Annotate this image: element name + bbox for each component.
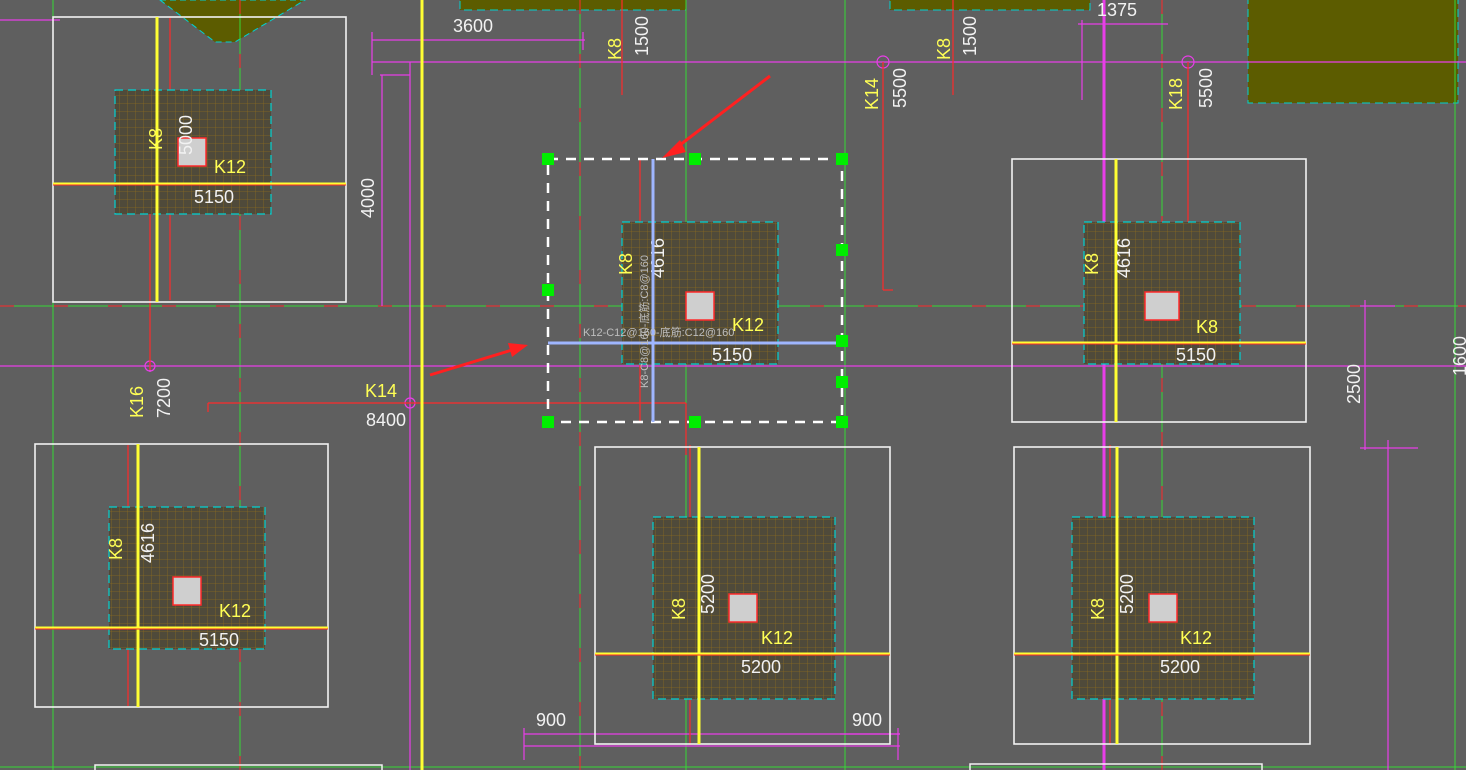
k14-vertical-label: K14 [862,78,882,110]
selection-grips[interactable] [542,153,848,428]
footing-k-horizontal: K12 [214,157,246,177]
footing-dim-horizontal: 5200 [1160,657,1200,677]
olive-blocks [159,0,1459,104]
partial-footings [94,763,1263,770]
k14-vertical-dim: 5500 [890,68,910,108]
footing-k-vertical: K8 [669,598,689,620]
footing-k-vertical: K8 [1088,598,1108,620]
footing-k-horizontal: K12 [761,628,793,648]
column [728,593,758,623]
footing-dim-vertical: 5000 [176,115,196,155]
annotation-arrows [429,74,771,377]
footing-dim-horizontal: 5150 [199,630,239,650]
k18-vertical-label: K18 [1166,78,1186,110]
footing-k-horizontal: K12 [1180,628,1212,648]
dim-1375: 1375 [1097,0,1137,20]
top1-dim-label: 1500 [632,16,652,56]
footing-dim-vertical: 4616 [138,523,158,563]
column [1148,593,1178,623]
footing-k-vertical: K8 [146,128,166,150]
dim-900-left: 900 [536,710,566,730]
column [685,291,715,321]
k18-vertical-dim: 5500 [1196,68,1216,108]
magenta-dimension-lines [0,19,1466,770]
footing-k-horizontal: K8 [1196,317,1218,337]
footing-dim-horizontal: 5150 [194,187,234,207]
footing-dim-vertical: 4616 [648,238,668,278]
selected-rebar-labels: K12-C12@160-底筋:C12@160 K8-C8@160-底筋:C8@1… [583,255,734,388]
top2-dim-label: 1500 [960,16,980,56]
footing-dim-horizontal: 5150 [1176,345,1216,365]
footing-outline [52,16,347,303]
top2-k-label: K8 [934,38,954,60]
dim-900-right: 900 [852,710,882,730]
footing-outline [1011,158,1307,423]
dim-2500: 2500 [1344,364,1364,404]
footing-k-horizontal: K12 [732,315,764,335]
footing-k-vertical: K8 [616,253,636,275]
footing-dim-vertical: 5200 [1117,574,1137,614]
k14-horizontal-dim: 8400 [366,410,406,430]
footing-dim-vertical: 5200 [698,574,718,614]
k16-vertical-dim: 7200 [154,378,174,418]
footing-dim-horizontal: 5150 [712,345,752,365]
rebar-label-horizontal: K12-C12@160-底筋:C12@160 [583,325,734,339]
dim-4000: 4000 [358,178,378,218]
column [172,576,202,606]
footing-outline [34,443,329,708]
column [1144,291,1180,321]
dim-1600: 1600 [1450,336,1466,376]
footing-k-vertical: K8 [106,538,126,560]
footing-dim-horizontal: 5200 [741,657,781,677]
footing-k-horizontal: K12 [219,601,251,621]
selection-box[interactable] [542,153,848,428]
rebar-label-vertical: K8-C8@160-底筋:C8@160 [637,255,651,388]
footing-k-vertical: K8 [1082,253,1102,275]
top1-k-label: K8 [605,38,625,60]
dimension-labels: 3600 1375 4000 2500 1600 900 900 [358,0,1466,730]
k16-vertical-label: K16 [127,386,147,418]
dim-3600: 3600 [453,16,493,36]
footing-dim-vertical: 4616 [1114,238,1134,278]
beam-labels: K8 1500 K8 1500 K14 5500 K18 5500 K16 72… [127,16,1216,430]
footing-outline [1013,446,1311,745]
footing-outline [594,446,891,745]
k14-horizontal-label: K14 [365,381,397,401]
column [177,137,207,167]
